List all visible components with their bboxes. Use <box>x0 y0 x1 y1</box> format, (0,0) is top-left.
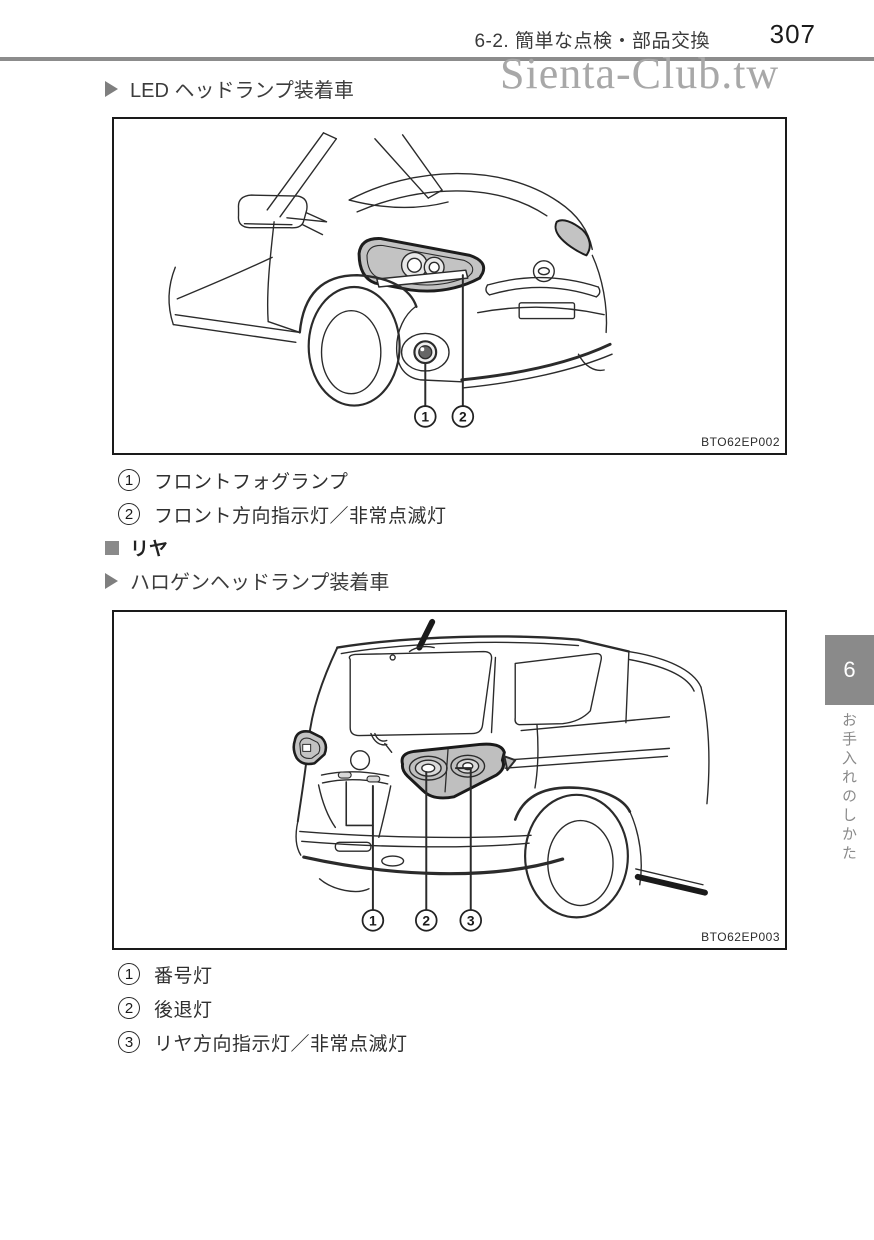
license-plate-lamp <box>366 775 381 783</box>
figure-code: BTO62EP002 <box>701 435 780 449</box>
rear-wiper <box>384 742 393 754</box>
rear-window <box>348 650 493 737</box>
triangle-marker-icon <box>105 80 118 97</box>
triangle-marker-icon <box>105 572 118 589</box>
list-item: 1 フロントフォグランプ <box>118 463 738 497</box>
callout-number-badge: 1 <box>118 963 140 985</box>
figure-code: BTO62EP003 <box>701 930 780 944</box>
heading-led-headlamp-label: LED ヘッドランプ装着車 <box>130 80 354 102</box>
list-item: 3 リヤ方向指示灯／非常点滅灯 <box>118 1025 738 1059</box>
callout-label: 番号灯 <box>154 965 213 987</box>
callout-badge-3 <box>459 909 483 932</box>
svg-text:1: 1 <box>421 408 429 424</box>
figure-callout-badges: 1 2 <box>414 405 475 428</box>
list-item: 2 フロント方向指示灯／非常点滅灯 <box>118 497 738 531</box>
chapter-tab: 6 <box>825 635 874 705</box>
antenna <box>416 618 436 651</box>
figure-callout-badges: 1 2 3 <box>361 909 483 932</box>
license-plate-lamp <box>337 771 352 779</box>
heading-halogen-label: ハロゲンヘッドランプ装着車 <box>130 572 390 594</box>
front-wheel <box>307 285 401 407</box>
toyota-emblem <box>532 260 555 283</box>
callout-number-badge: 2 <box>118 997 140 1019</box>
svg-text:2: 2 <box>422 912 430 928</box>
watermark-text: Sienta-Club.tw <box>500 49 780 98</box>
header-section-title: 6-2. 簡単な点検・部品交換 <box>474 31 710 52</box>
callout-badge-1 <box>414 405 437 428</box>
callout-label: フロント方向指示灯／非常点滅灯 <box>154 505 447 527</box>
list-item: 2 後退灯 <box>118 991 738 1025</box>
far-headlamp <box>554 219 591 257</box>
callout-number-badge: 3 <box>118 1031 140 1053</box>
chapter-number: 6 <box>843 657 856 682</box>
rear-emblem <box>349 750 371 771</box>
heading-rear-label: リヤ <box>130 539 169 560</box>
leader-line-3 <box>454 767 472 912</box>
callout-label: フロントフォグランプ <box>154 471 349 493</box>
svg-text:3: 3 <box>467 912 475 928</box>
rear-lamps-figure: 1 2 3 BTO62EP003 <box>112 610 787 950</box>
callout-number-badge: 2 <box>118 503 140 525</box>
callout-badge-1 <box>361 909 385 932</box>
list-item: 1 番号灯 <box>118 957 738 991</box>
heading-halogen-headlamp: ハロゲンヘッドランプ装着車 <box>105 566 389 595</box>
callout-badge-2 <box>415 909 438 932</box>
rear-car-illustration: 1 2 3 <box>292 618 710 932</box>
rear-callout-list: 1 番号灯 2 後退灯 3 リヤ方向指示灯／非常点滅灯 <box>118 957 738 1059</box>
callout-badge-2 <box>451 405 475 428</box>
front-lamps-figure: 1 2 BTO62EP002 <box>112 117 787 455</box>
callout-label: 後退灯 <box>154 999 213 1021</box>
svg-text:2: 2 <box>459 408 467 424</box>
leader-bracket-1 <box>345 781 374 827</box>
svg-text:1: 1 <box>369 912 377 928</box>
page-number: 307 <box>769 19 816 49</box>
front-callout-list: 1 フロントフォグランプ 2 フロント方向指示灯／非常点滅灯 <box>118 463 738 531</box>
square-marker-icon <box>105 540 119 555</box>
chapter-title-vertical: お手入れのしかた <box>840 712 857 864</box>
front-car-illustration: 1 2 <box>168 132 613 428</box>
callout-label: リヤ方向指示灯／非常点滅灯 <box>154 1033 408 1055</box>
rear-wheel <box>524 793 629 919</box>
front-turn-signal-strip <box>376 269 469 288</box>
heading-led-headlamp: LED ヘッドランプ装着車 <box>105 74 354 103</box>
side-mirror <box>237 194 308 229</box>
callout-number-badge: 1 <box>118 469 140 491</box>
header-rule <box>0 57 874 61</box>
heading-rear-section: リヤ <box>105 534 168 561</box>
